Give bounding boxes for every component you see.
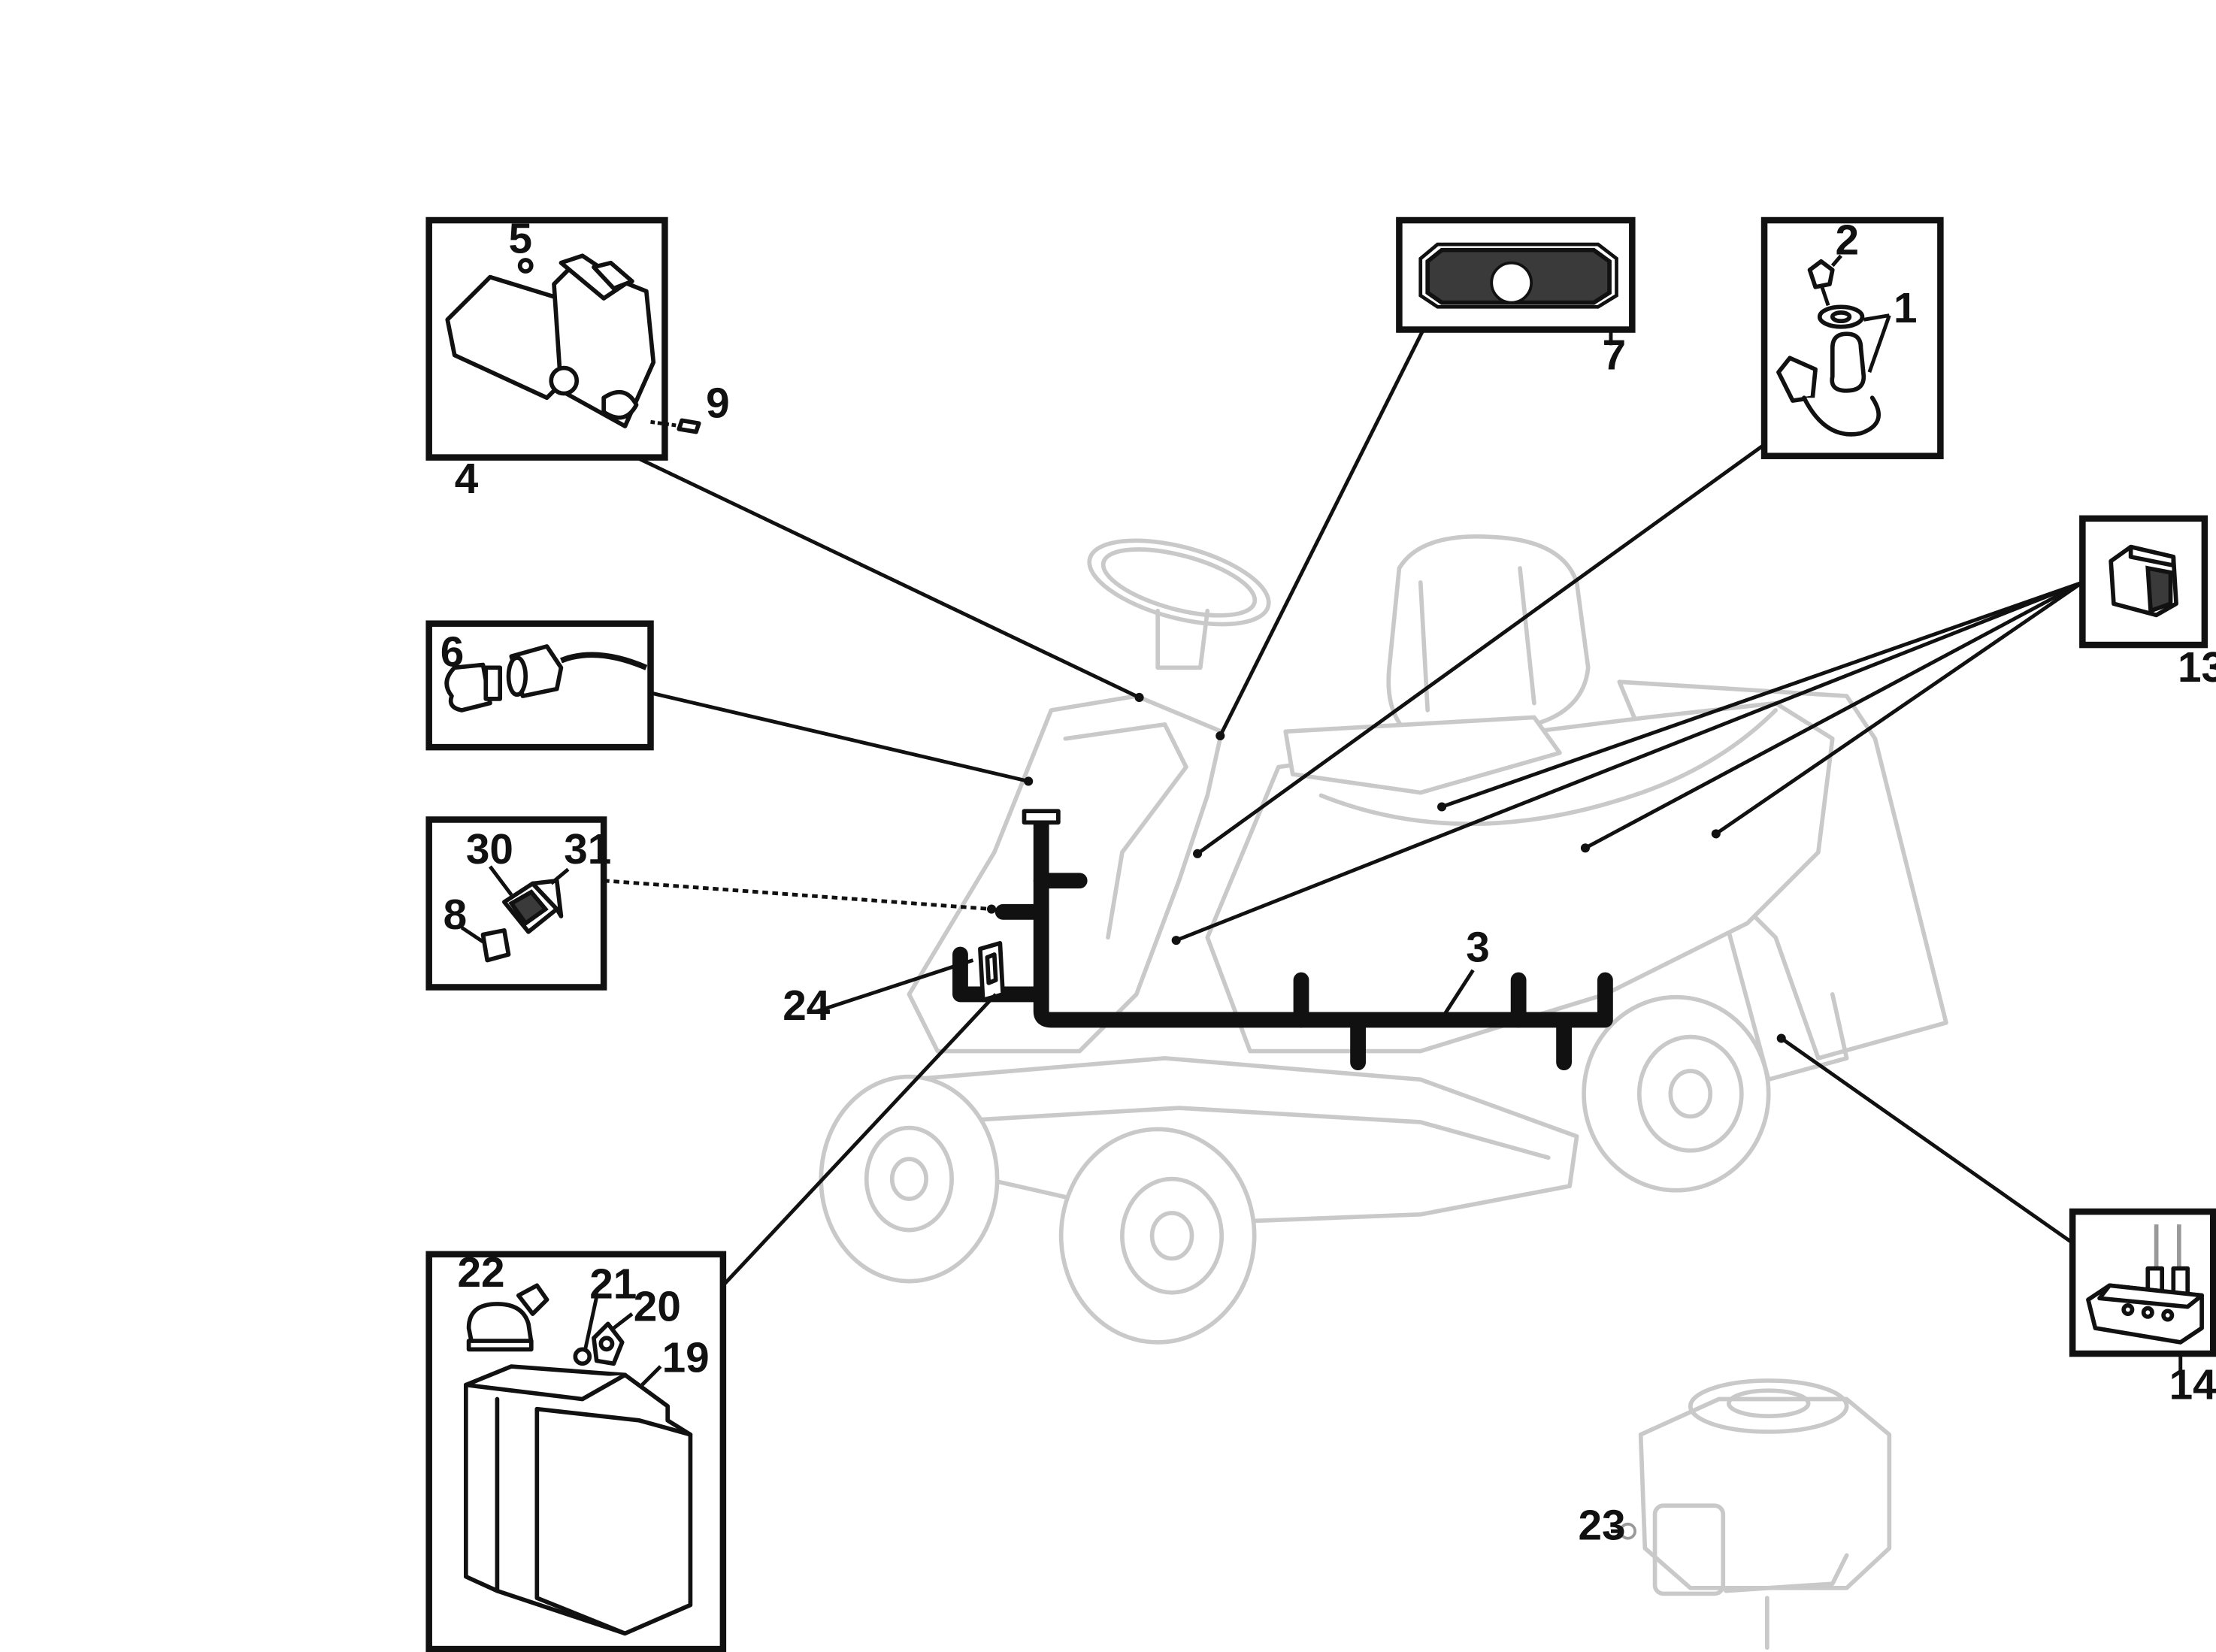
callout-label-13: 13 bbox=[2178, 644, 2216, 691]
callout-label-21: 21 bbox=[589, 1260, 637, 1308]
callout-box-micro-switch: 14 bbox=[2069, 1208, 2216, 1409]
callout-label-8: 8 bbox=[444, 891, 468, 939]
callout-label-4: 4 bbox=[455, 455, 479, 503]
leader-lines bbox=[603, 328, 2183, 1533]
callout-box-ignition: 2 1 bbox=[1760, 216, 1944, 459]
callout-box-battery: 22 21 20 19 bbox=[425, 1249, 727, 1652]
callout-label-19: 19 bbox=[662, 1335, 710, 1382]
seat-outline bbox=[1283, 534, 1591, 795]
callout-label-1: 1 bbox=[1894, 285, 1918, 332]
callout-box-dash-light: 7 bbox=[1396, 216, 1636, 379]
callout-label-31: 31 bbox=[564, 826, 611, 873]
callout-label-23: 23 bbox=[1579, 1502, 1626, 1550]
wiring-harness bbox=[952, 809, 1613, 1071]
front-wheel-near-outline bbox=[1058, 1127, 1257, 1345]
callout-label-22: 22 bbox=[457, 1249, 504, 1296]
callout-label-14: 14 bbox=[2169, 1362, 2216, 1409]
tractor-outline bbox=[819, 534, 1948, 1650]
engine-outline bbox=[1638, 1378, 1892, 1650]
callout-label-5: 5 bbox=[509, 215, 533, 262]
steering-wheel-outline bbox=[1087, 538, 1271, 670]
engine-part-23: 23 bbox=[1579, 1502, 1636, 1550]
callout-label-6: 6 bbox=[440, 628, 465, 676]
callout-label-30: 30 bbox=[466, 826, 513, 873]
front-wheel-outline bbox=[819, 1074, 1000, 1284]
callout-label-3: 3 bbox=[1466, 924, 1490, 971]
callout-label-24: 24 bbox=[783, 982, 831, 1030]
callout-label-9: 9 bbox=[706, 380, 730, 428]
body-outline bbox=[1205, 700, 1835, 1054]
leader-endpoints bbox=[986, 692, 1786, 1043]
callout-box-control-unit: 5 9 4 bbox=[425, 215, 730, 503]
callout-box-rocker-switch: 13 bbox=[2079, 515, 2216, 691]
callout-box-relay-fuse: 30 31 8 bbox=[425, 816, 611, 991]
rear-wheel-outline bbox=[1582, 994, 1771, 1193]
callout-label-7: 7 bbox=[1603, 331, 1627, 379]
callout-label-20: 20 bbox=[634, 1284, 681, 1331]
callout-label-2: 2 bbox=[1836, 216, 1860, 264]
callout-box-bulb: 6 bbox=[425, 620, 654, 751]
